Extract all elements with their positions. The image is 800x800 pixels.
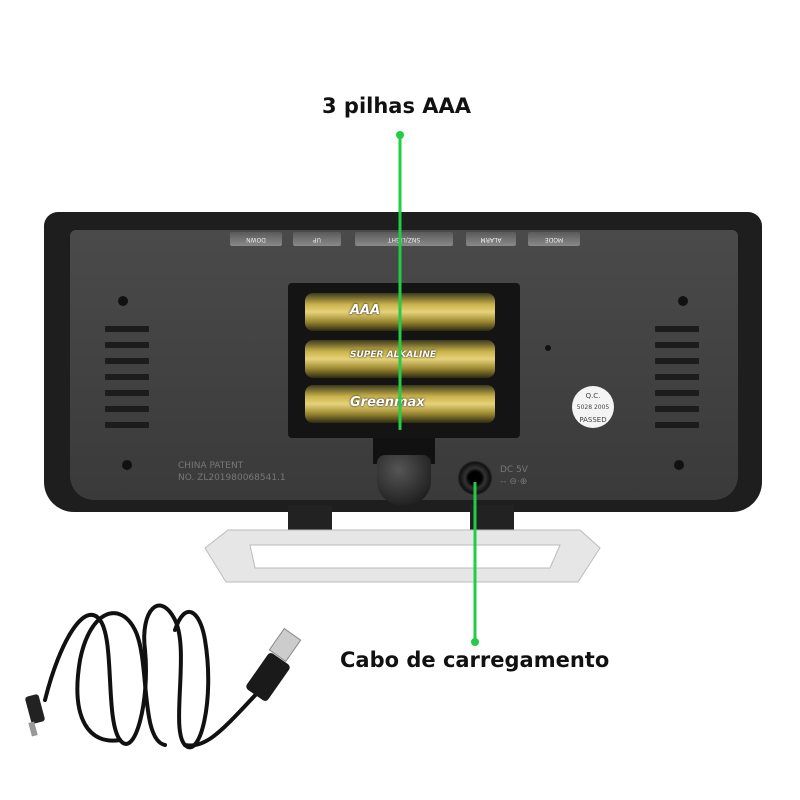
clock-back-housing — [44, 212, 762, 512]
power-spec-label: DC 5V-- ⊖·⊕ — [500, 465, 528, 487]
compartment-latch-knob — [377, 455, 431, 505]
stand — [204, 529, 601, 583]
usb-charging-cable — [43, 603, 272, 750]
batteries-label: 3 pilhas AAA — [322, 94, 472, 118]
screw-icon — [678, 296, 688, 306]
usb-plug — [246, 653, 290, 701]
charging-cable-label: Cabo de carregamento — [340, 648, 610, 672]
screw-icon — [118, 296, 128, 306]
hole-icon — [545, 345, 551, 351]
screw-icon — [122, 460, 132, 470]
dc-plug — [25, 694, 45, 724]
screw-icon — [674, 460, 684, 470]
